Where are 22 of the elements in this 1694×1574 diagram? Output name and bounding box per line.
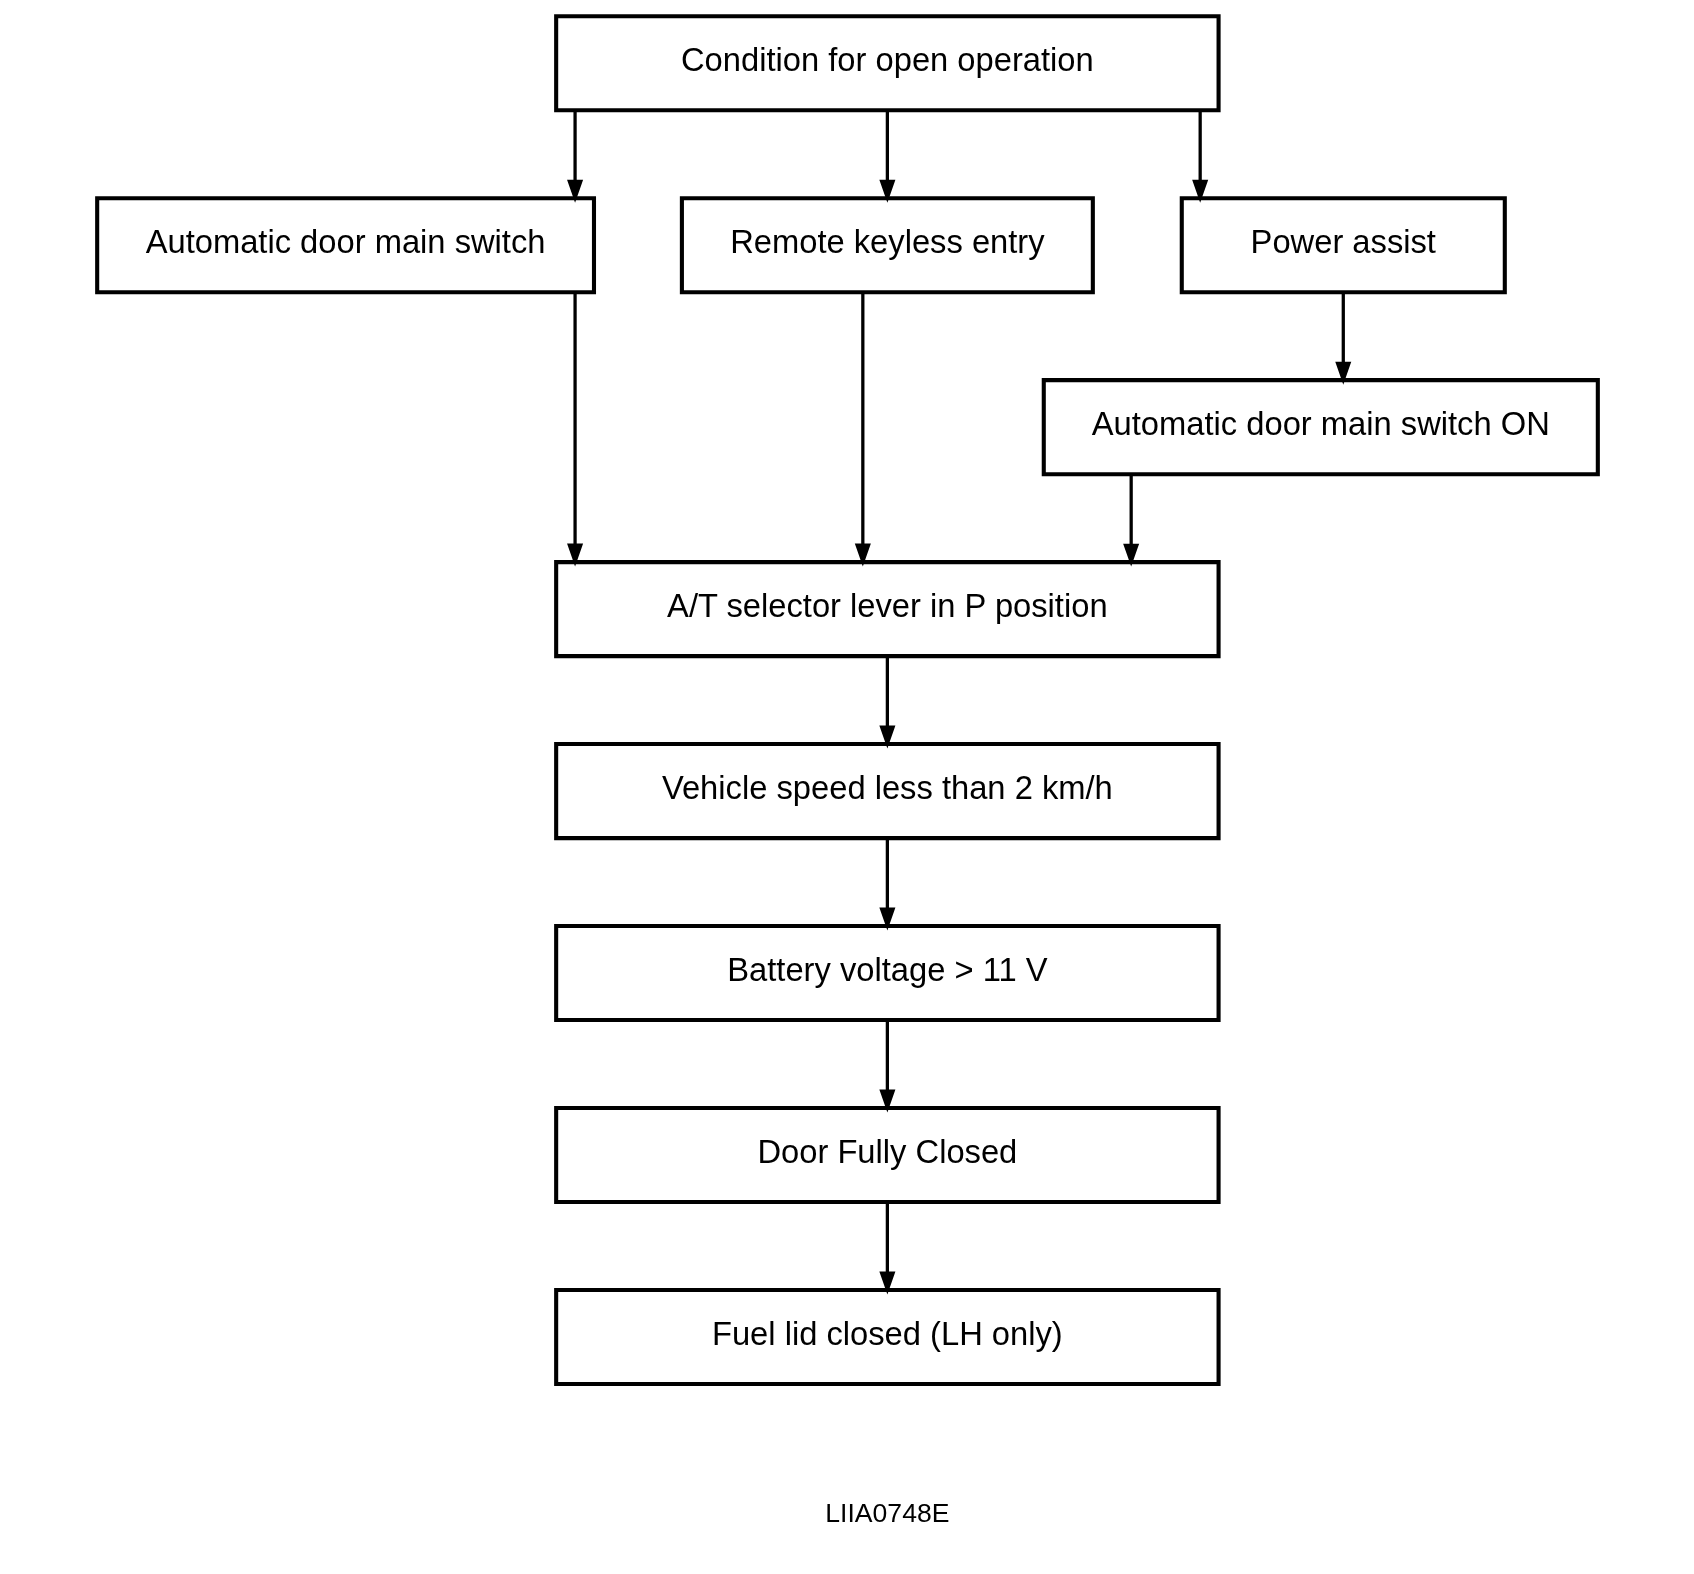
arrow: [878, 838, 895, 931]
arrow: [1122, 474, 1139, 567]
node-box: A/T selector lever in P position: [553, 560, 1221, 659]
arrow: [854, 292, 871, 567]
label: LIIA0748E: [824, 1497, 949, 1528]
arrow: [1191, 111, 1208, 203]
node-box: Automatic door main switch: [94, 196, 596, 295]
arrow: [878, 1202, 895, 1295]
arrow: [878, 111, 895, 203]
arrow: [1334, 293, 1351, 385]
arrow: [566, 111, 583, 203]
node-box: Door Fully Closed: [553, 1105, 1221, 1205]
node-box: Condition for open operation: [553, 14, 1221, 113]
arrow: [566, 292, 583, 567]
node-box: Remote keyless entry: [679, 196, 1095, 295]
arrow: [878, 656, 895, 749]
node-box: Vehicle speed less than 2 km/h: [553, 742, 1221, 841]
node-box: Battery voltage > 11 V: [553, 923, 1221, 1023]
node-box: Automatic door main switch ON: [1041, 378, 1600, 477]
node-box: Power assist: [1179, 196, 1507, 295]
node-box: Fuel lid closed (LH only): [553, 1287, 1221, 1387]
arrow: [878, 1020, 895, 1113]
